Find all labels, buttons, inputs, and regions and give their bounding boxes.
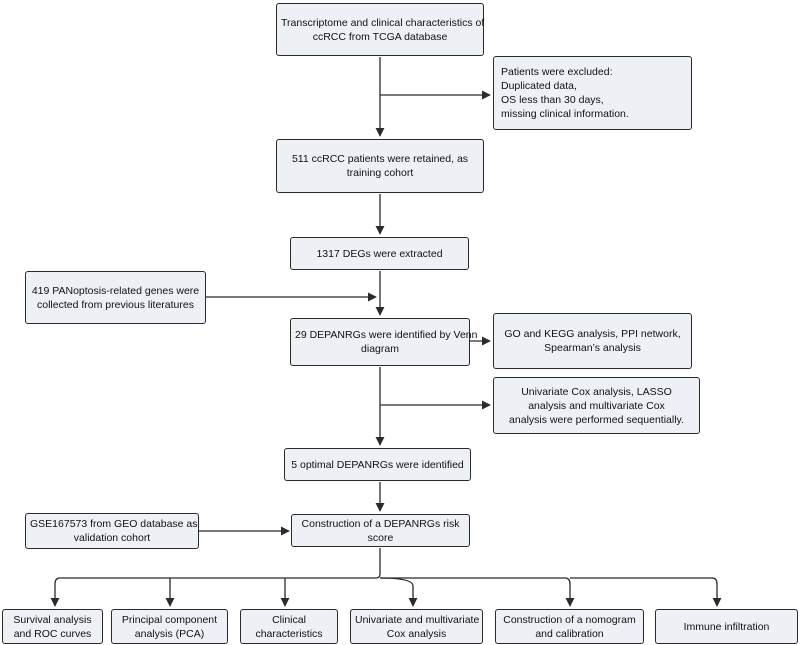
node-go-kegg: GO and KEGG analysis, PPI network, Spearm… [493,313,692,369]
node-line: diagram [361,343,399,355]
node-tcga: Transcriptome and clinical characteristi… [276,3,484,56]
node-line: and ROC curves [13,627,92,640]
arrow-to-immune [570,577,722,607]
node-line: missing clinical information. [501,108,629,120]
node-line: ccRCC from TCGA database [312,30,448,43]
node-line: analysis were performed sequentially. [509,413,684,426]
node-line: analysis (PCA) [134,627,205,640]
node-line: training cohort [346,167,414,179]
node-line: Construction of a nomogram [503,613,636,626]
node-line: Cox analysis [386,627,447,640]
node-line: Transcriptome and clinical characteristi… [281,16,485,29]
node-line: Construction of a DEPANRGs risk [301,517,460,530]
node-line: OS less than 30 days, [501,94,604,106]
node-line: GO and KEGG analysis, PPI network, [504,328,681,340]
arrow-to-survival [50,573,381,607]
node-depanrgs: 29 DEPANRGs were identified by Venn diagr… [290,318,478,366]
node-line: Duplicated data, [501,80,577,92]
node-retained: 511 ccRCC patients were retained, as trai… [276,139,484,193]
node-degs: 1317 DEGs were extracted [290,237,469,270]
arrow-to-nomogram [380,577,575,607]
node-line: GSE167573 from GEO database as [30,518,198,530]
node-line: Univariate Cox analysis, LASSO [521,385,672,398]
node-line: 419 PANoptosis-related genes were [31,284,200,297]
node-line: 511 ccRCC patients were retained, as [291,153,469,165]
node-gse: GSE167573 from GEO database as validation… [25,513,199,549]
node-excluded: Patients were excluded: Duplicated data, O… [493,56,692,130]
node-immune: Immune infiltration [655,609,798,644]
node-line: and calibration [535,627,604,640]
node-line: score [367,531,394,544]
arrow-to-uni-multi [379,577,418,607]
node-line: Clinical [272,613,306,626]
node-line: 5 optimal DEPANRGs were identified [291,458,464,471]
node-line: 1317 DEGs were extracted [316,247,443,260]
node-line: Principal component [121,613,218,626]
node-line: analysis and multivariate Cox [528,399,665,412]
node-line: validation cohort [73,532,151,544]
node-line: 29 DEPANRGs were identified by Venn [295,329,478,341]
node-line: Univariate and multivariate [355,613,480,626]
node-optimal: 5 optimal DEPANRGs were identified [284,448,471,481]
node-line: Patients were excluded: [501,66,613,78]
node-line: Survival analysis [13,613,92,626]
node-line: Immune infiltration [683,620,770,633]
node-line: collected from previous literatures [37,298,194,311]
node-line: characteristics [255,627,323,640]
node-line: Spearman’s analysis [544,342,641,354]
